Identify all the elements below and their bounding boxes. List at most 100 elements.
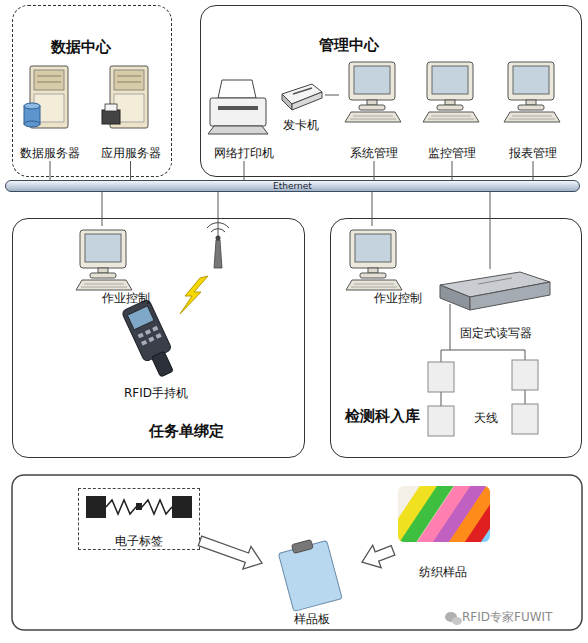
rfid-inlay-icon [106, 500, 172, 514]
group-box: 任务单绑定 作业控制 RFID手持机 [12, 218, 305, 458]
antenna-wiring [525, 390, 526, 404]
network-link [102, 192, 103, 226]
node-label: 应用服务器 [81, 146, 180, 161]
watermark: RFID专家FUWIT [462, 610, 552, 625]
network-bus: Ethernet [5, 180, 580, 192]
computer-icon [76, 230, 132, 290]
network-printer-icon [208, 126, 268, 134]
network-link [452, 161, 453, 180]
rfid-inlay-icon [86, 496, 106, 518]
network-link [490, 192, 491, 269]
database-server-icon [24, 103, 40, 109]
handheld-reader-icon [127, 306, 154, 330]
wireless-access-point [207, 223, 229, 228]
server-node: 应用服务器 [93, 66, 168, 161]
fixed-reader-icon [440, 285, 470, 310]
application-server-icon [105, 104, 117, 111]
handheld-reader-icon [152, 326, 158, 332]
antenna-panel [428, 360, 538, 436]
group-title: 管理中心 [319, 36, 379, 54]
handheld-reader-icon [155, 333, 161, 339]
computer-icon [345, 62, 401, 122]
wireless-access-point [211, 229, 225, 232]
node-label: 固定式读写器 [419, 326, 573, 341]
rfid-inlay-icon [136, 503, 142, 510]
network-link [130, 161, 131, 180]
computer-node: 作业控制 [343, 226, 453, 306]
card-issuer-icon [282, 84, 322, 110]
handheld-reader-icon [121, 299, 180, 381]
computer-node: 系统管理 [339, 59, 409, 161]
handheld-reader-icon [148, 336, 154, 342]
wireless-access-point [207, 192, 229, 268]
node-label: 发卡机 [265, 118, 337, 133]
sample-board-icon [278, 541, 342, 612]
database-server-icon [24, 66, 68, 128]
antenna-panel [428, 406, 454, 436]
network-printer-icon [210, 98, 266, 126]
block-arrow [362, 545, 395, 568]
network-printer-icon [218, 106, 258, 110]
antenna-panel [428, 362, 454, 392]
device-node: 发卡机 [277, 81, 325, 133]
sample-board-icon [277, 536, 342, 612]
antenna-wiring [441, 350, 525, 351]
node-label: RFID手持机 [94, 386, 218, 401]
textile-sample-image [398, 486, 490, 542]
handheld-reader-icon [151, 351, 173, 377]
group-box: 检测科入库 作业控制固定式读写器 [330, 218, 582, 458]
node-label: 样品板 [250, 612, 374, 627]
computer-node: 报表管理 [497, 59, 569, 161]
tag-node: 电子标签 [78, 488, 200, 550]
antenna-wiring [441, 350, 442, 362]
textile-sample-image [476, 486, 490, 542]
wireless-access-point [214, 240, 222, 268]
network-printer-icon [208, 80, 268, 134]
card-issuer-icon [282, 94, 292, 110]
card-issuer-icon [292, 92, 322, 110]
computer-icon [346, 230, 402, 290]
handheld-reader-icon [141, 340, 147, 346]
antenna-panel [512, 360, 538, 390]
sample-board-icon [292, 540, 314, 554]
device-node: 网络打印机 [204, 73, 284, 161]
fixed-reader-icon [470, 282, 550, 310]
network-link [372, 192, 373, 226]
fixed-reader-icon [440, 272, 550, 310]
group-box: 数据中心数据服务器应用服务器 [12, 5, 172, 177]
watermark-icon [445, 612, 462, 625]
network-link [244, 161, 245, 180]
textile-sample-image [460, 486, 490, 542]
sample-section-box [12, 475, 582, 630]
computer-icon [423, 62, 479, 122]
server-node: 数据服务器 [16, 66, 84, 161]
antenna-panel [512, 404, 538, 434]
network-link [50, 161, 51, 180]
sample-node: 纺织样品 [393, 483, 493, 580]
sample-node: 样品板 [262, 535, 362, 627]
network-link [325, 95, 339, 96]
node-label: 作业控制 [331, 291, 465, 306]
node-label: 作业控制 [59, 291, 193, 306]
node-label: 监控管理 [405, 146, 499, 161]
wireless-access-point [216, 236, 221, 241]
component-label: 天线 [474, 411, 498, 426]
antenna-wiring [450, 304, 451, 350]
database-server-icon [24, 121, 40, 127]
card-issuer-icon [293, 88, 312, 94]
application-server-icon [102, 110, 120, 124]
node-label: Ethernet [6, 181, 579, 191]
node-label: 系统管理 [327, 146, 421, 161]
group-box: 管理中心网络打印机发卡机系统管理监控管理报表管理 [200, 5, 582, 177]
group-title: 检测科入库 [345, 407, 420, 425]
network-link [533, 161, 534, 180]
group-title: 任务单绑定 [149, 422, 224, 440]
node-label: 数据服务器 [4, 146, 96, 161]
rfid-inlay-icon [172, 496, 192, 518]
node-label: 网络打印机 [192, 146, 296, 161]
watermark-icon [452, 617, 462, 625]
handheld-reader-icon [145, 329, 151, 335]
network-link [374, 161, 375, 180]
